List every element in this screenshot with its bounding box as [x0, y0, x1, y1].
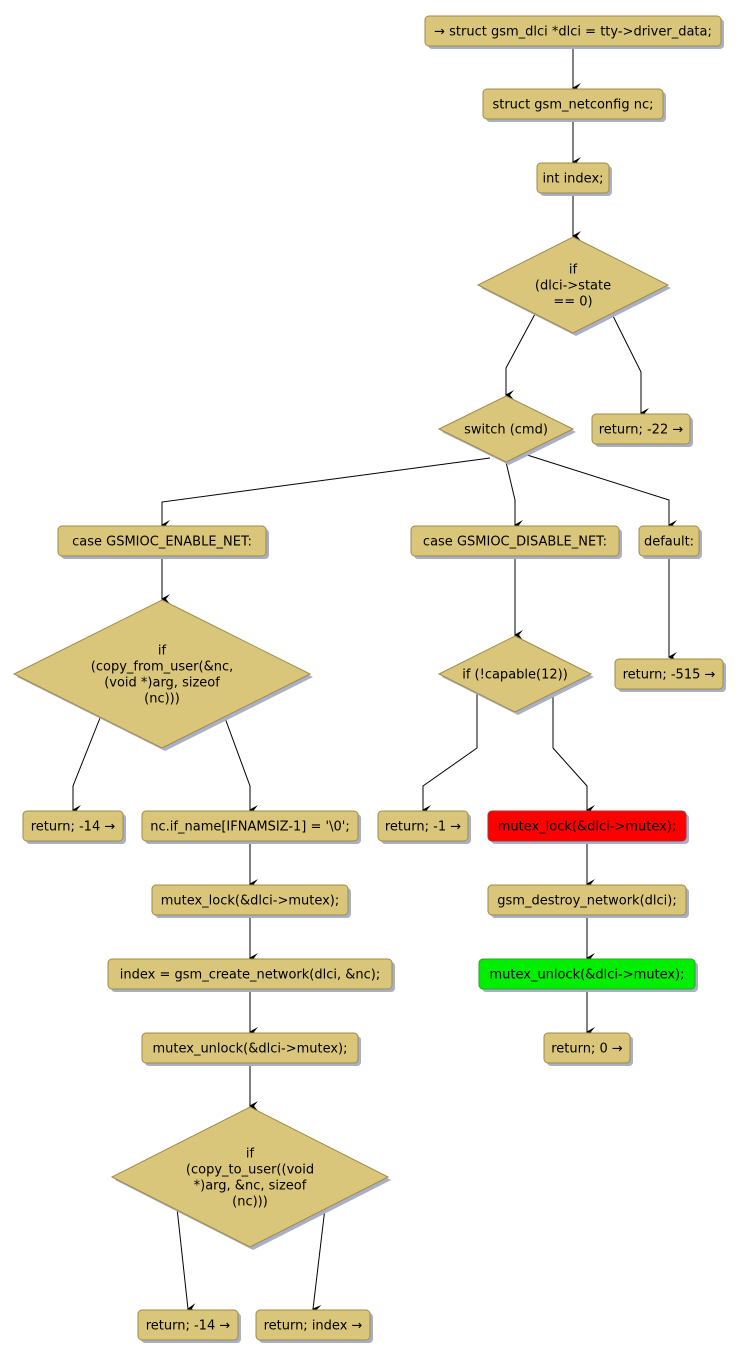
- box-shape: [478, 958, 696, 990]
- node-label: → struct gsm_dlci *dlci = tty->driver_da…: [434, 25, 712, 40]
- box-shape: [487, 810, 687, 842]
- nodes-layer: → struct gsm_dlci *dlci = tty->driver_da…: [12, 15, 726, 1343]
- box-shape: [536, 162, 610, 194]
- decision-node-n23[interactable]: if(copy_to_user((void*)arg, &nc, sizeof(…: [110, 1106, 391, 1250]
- node-label: case GSMIOC_DISABLE_NET:: [423, 535, 607, 550]
- statement-node-n19[interactable]: index = gsm_create_network(dlci, &nc);: [107, 958, 395, 992]
- node-label: mutex_lock(&dlci->mutex);: [161, 894, 340, 909]
- edge-n4-to-n6: [611, 313, 649, 418]
- statement-node-n8[interactable]: case GSMIOC_DISABLE_NET:: [410, 525, 622, 559]
- diamond-shape: [110, 1106, 390, 1248]
- statement-node-n18[interactable]: gsm_destroy_network(dlci);: [487, 884, 689, 918]
- statement-node-n22[interactable]: return; 0 →: [543, 1032, 633, 1066]
- decision-node-n10[interactable]: if(copy_from_user(&nc,(void *)arg, sizeo…: [12, 599, 313, 751]
- statement-node-n12[interactable]: return; -515 →: [614, 658, 726, 692]
- decision-node-n4[interactable]: if(dlci->state== 0): [476, 236, 671, 336]
- box-shape: [107, 958, 393, 990]
- node-label: return; 0 →: [551, 1042, 623, 1057]
- statement-node-n15[interactable]: return; -1 →: [377, 810, 471, 844]
- edge-n5-to-n9: [523, 453, 677, 530]
- node-label: if: [569, 263, 578, 278]
- box-shape: [543, 1032, 631, 1064]
- edge-n11-to-n16: [552, 694, 595, 815]
- decision-node-n5[interactable]: switch (cmd): [437, 395, 576, 465]
- box-shape: [151, 884, 349, 916]
- node-label: mutex_lock(&dlci->mutex);: [498, 820, 677, 835]
- box-shape: [487, 884, 687, 916]
- node-label: return; index →: [264, 1319, 363, 1334]
- statement-node-n14[interactable]: nc.if_name[IFNAMSIZ-1] = '\0';: [141, 810, 361, 844]
- box-shape: [377, 810, 469, 842]
- node-label: return; -22 →: [599, 423, 684, 438]
- box-shape: [22, 810, 124, 842]
- node-label: return; -14 →: [31, 820, 116, 835]
- node-label: gsm_destroy_network(dlci);: [497, 894, 676, 909]
- diamond-shape: [437, 635, 593, 713]
- box-shape: [614, 658, 724, 690]
- node-label: return; -1 →: [385, 820, 461, 835]
- box-shape: [482, 88, 664, 120]
- statement-node-n24[interactable]: return; -14 →: [137, 1309, 241, 1343]
- node-label: index = gsm_create_network(dlci, &nc);: [120, 968, 380, 983]
- node-label: if (!capable(12)): [462, 668, 568, 683]
- diamond-shape: [12, 599, 312, 749]
- statement-node-n9[interactable]: default:: [638, 525, 702, 559]
- box-shape: [410, 525, 620, 557]
- diamond-shape: [437, 395, 575, 463]
- statement-node-n17[interactable]: mutex_lock(&dlci->mutex);: [151, 884, 351, 918]
- node-label: == 0): [553, 295, 592, 310]
- diamond-shape: [476, 236, 670, 334]
- node-label: (void *)arg, sizeof: [104, 676, 220, 691]
- node-label: nc.if_name[IFNAMSIZ-1] = '\0';: [150, 820, 349, 835]
- node-label: *)arg, &nc, sizeof: [194, 1179, 307, 1194]
- statement-node-n20[interactable]: mutex_unlock(&dlci->mutex);: [478, 958, 698, 992]
- edge-n10-to-n14: [224, 717, 258, 815]
- node-label: return; -515 →: [623, 668, 716, 683]
- statement-node-n25[interactable]: return; index →: [255, 1309, 373, 1343]
- statement-node-n13[interactable]: return; -14 →: [22, 810, 126, 844]
- edges-layer: [72, 47, 677, 1315]
- edge-n10-to-n13: [72, 717, 101, 815]
- node-label: mutex_unlock(&dlci->mutex);: [152, 1042, 347, 1057]
- node-label: struct gsm_netconfig nc;: [492, 98, 653, 113]
- statement-node-n3[interactable]: int index;: [536, 162, 612, 196]
- statement-node-n21[interactable]: mutex_unlock(&dlci->mutex);: [141, 1032, 361, 1066]
- box-shape: [424, 15, 722, 47]
- edge-n4-to-n5: [505, 313, 536, 400]
- statement-node-n1[interactable]: → struct gsm_dlci *dlci = tty->driver_da…: [424, 15, 724, 49]
- statement-node-n16[interactable]: mutex_lock(&dlci->mutex);: [487, 810, 689, 844]
- box-shape: [638, 525, 700, 557]
- statement-node-n7[interactable]: case GSMIOC_ENABLE_NET:: [57, 525, 269, 559]
- node-label: mutex_unlock(&dlci->mutex);: [489, 968, 684, 983]
- node-label: (dlci->state: [535, 279, 611, 294]
- node-label: (copy_to_user((void: [186, 1163, 314, 1178]
- node-label: default:: [644, 535, 694, 550]
- node-label: if: [246, 1147, 255, 1162]
- box-shape: [137, 1309, 239, 1341]
- node-label: int index;: [542, 172, 603, 187]
- box-shape: [591, 413, 691, 445]
- node-label: (copy_from_user(&nc,: [91, 660, 233, 675]
- node-label: (nc))): [144, 692, 180, 707]
- node-label: (nc))): [232, 1195, 268, 1210]
- node-label: if: [158, 644, 167, 659]
- edge-n23-to-n24: [176, 1207, 197, 1314]
- box-shape: [255, 1309, 371, 1341]
- node-label: return; -14 →: [146, 1319, 231, 1334]
- box-shape: [57, 525, 267, 557]
- decision-node-n11[interactable]: if (!capable(12)): [437, 635, 594, 715]
- statement-node-n6[interactable]: return; -22 →: [591, 413, 693, 447]
- box-shape: [141, 810, 359, 842]
- node-label: switch (cmd): [464, 423, 548, 438]
- edge-n5-to-n7: [161, 457, 491, 530]
- statement-node-n2[interactable]: struct gsm_netconfig nc;: [482, 88, 666, 122]
- edge-n11-to-n15: [422, 694, 478, 815]
- edge-n23-to-n25: [312, 1207, 326, 1315]
- node-label: case GSMIOC_ENABLE_NET:: [72, 535, 252, 550]
- edge-n5-to-n8: [505, 461, 523, 530]
- box-shape: [141, 1032, 359, 1064]
